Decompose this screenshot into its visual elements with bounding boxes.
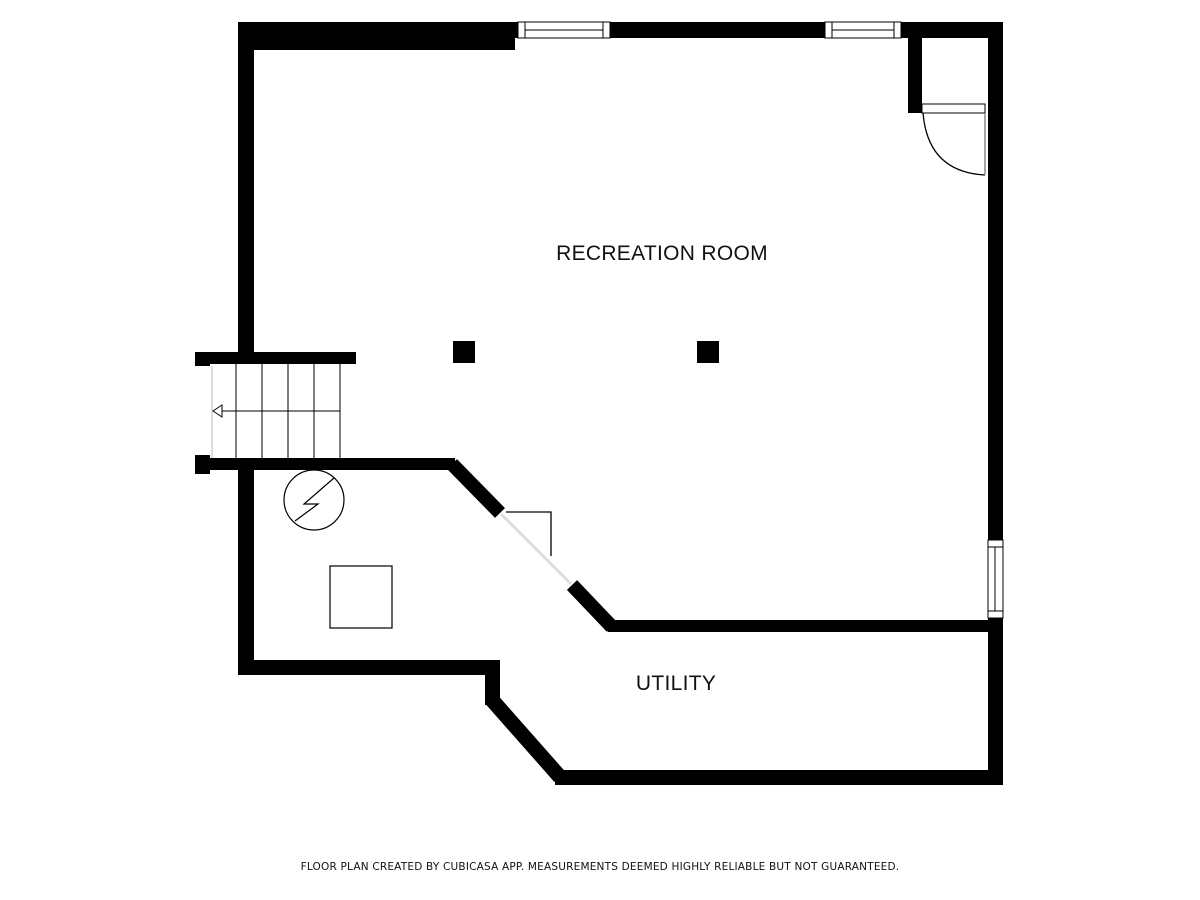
- wall-right: [988, 22, 1003, 785]
- wall-closet-corner: [908, 103, 922, 113]
- wall-diagonal-bottom: [486, 695, 566, 782]
- closet-door-swing[interactable]: [922, 112, 986, 176]
- window-top-right: [824, 21, 902, 39]
- window-right: [987, 539, 1004, 619]
- stairs[interactable]: [211, 364, 341, 458]
- wall-jog: [485, 660, 500, 705]
- room-label-utility: UTILITY: [635, 672, 717, 695]
- closet-door-header: [921, 103, 986, 114]
- wall-partition: [608, 620, 993, 632]
- wall-left-lower: [238, 458, 254, 675]
- wall-bottom-left: [238, 660, 500, 675]
- wall-closet-left: [908, 22, 922, 113]
- wall-stair-top: [195, 352, 356, 364]
- window-top-left: [517, 21, 611, 39]
- wall-bottom: [555, 770, 1003, 785]
- wall-stair-bottom: [195, 458, 455, 470]
- arrow-head-icon: [212, 404, 223, 418]
- wall-stair-top-end: [195, 352, 210, 366]
- diagonal-walls: [446, 459, 618, 782]
- wall-left-upper: [238, 22, 254, 364]
- walls: [195, 22, 1003, 785]
- utility-door-opening[interactable]: [499, 512, 573, 586]
- room-label-recreation: RECREATION ROOM: [556, 242, 768, 265]
- utility-door-leaf: [506, 511, 552, 556]
- wall-diagonal-upper: [446, 459, 506, 518]
- wall-top-thick: [238, 22, 515, 50]
- column: [453, 341, 475, 363]
- wall-diagonal-lower: [566, 580, 618, 632]
- footer-disclaimer: FLOOR PLAN CREATED BY CUBICASA APP. MEAS…: [300, 861, 900, 873]
- water-heater-icon: [283, 469, 345, 531]
- windows: [517, 21, 1004, 619]
- column: [697, 341, 719, 363]
- furnace: [329, 565, 393, 629]
